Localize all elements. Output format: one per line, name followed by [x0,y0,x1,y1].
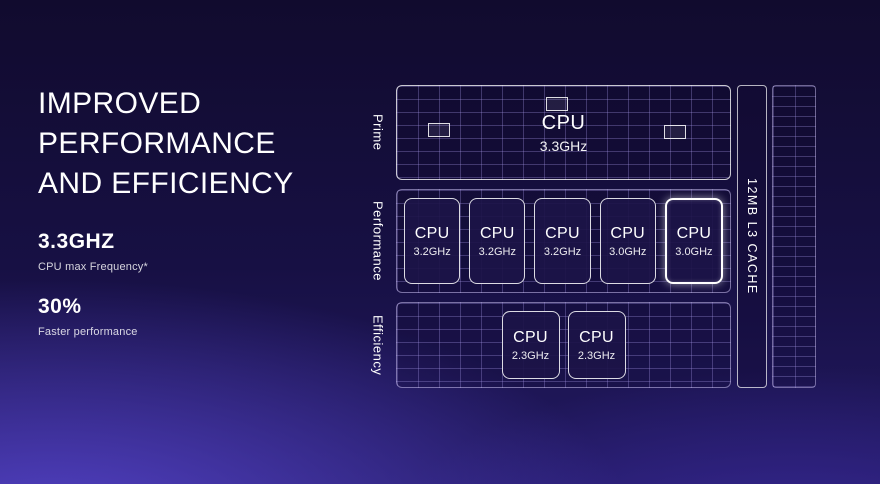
performance-core-block: CPU 3.2GHz CPU 3.2GHz CPU 3.2GHz CPU 3.0… [396,189,731,293]
core-name: CPU [541,111,586,134]
l3-cache-column: 12MB L3 CACHE [737,85,816,388]
cpu-diagram: Prime CPU 3.3GHz Performance CPU [366,85,816,388]
core-frequency: 2.3GHz [511,349,550,362]
grid-accent-cell [546,97,568,111]
core-name: CPU [610,224,646,242]
core-frequency: 3.2GHz [478,245,516,258]
grid-accent-cell [428,123,450,137]
title-line-3: AND EFFICIENCY [38,167,294,200]
core-frequency: 2.3GHz [577,349,616,362]
core-frequency: 3.0GHz [675,245,713,258]
l3-cache-grid [772,85,816,388]
core-name: CPU [579,328,614,346]
performance-core: CPU 3.0GHz [599,198,656,284]
core-frequency: 3.2GHz [413,245,451,258]
prime-row: Prime CPU 3.3GHz [366,85,731,180]
core-frequency: 3.0GHz [609,245,647,258]
title-line-1: IMPROVED [38,87,202,120]
stat-faster-performance: 30% Faster performance [38,295,358,338]
title-line-2: PERFORMANCE [38,127,276,160]
performance-row: Performance CPU 3.2GHz CPU 3.2GHz CPU 3.… [366,189,731,293]
performance-core: CPU 3.2GHz [469,198,526,284]
prime-core-block: CPU 3.3GHz [396,85,731,180]
stat-value: 30% [38,295,82,318]
core-frequency: 3.3GHz [539,137,588,154]
left-panel: IMPROVED PERFORMANCE AND EFFICIENCY 3.3G… [38,84,358,338]
efficiency-row-label: Efficiency [370,314,386,376]
core-name: CPU [513,328,548,346]
stat-value: 3.3GHZ [38,230,115,253]
stat-label: CPU max Frequency* [38,261,148,273]
core-name: CPU [545,224,580,242]
efficiency-row: Efficiency CPU 2.3GHz CPU 2.3GHz [366,302,731,388]
core-rows: Prime CPU 3.3GHz Performance CPU [366,85,731,388]
performance-core: CPU 3.2GHz [404,198,461,284]
core-name: CPU [676,224,712,242]
prime-row-label: Prime [370,114,386,151]
core-name: CPU [414,224,450,242]
page-title: IMPROVED PERFORMANCE AND EFFICIENCY [38,84,358,204]
stat-max-frequency: 3.3GHZ CPU max Frequency* [38,230,358,273]
l3-cache-label: 12MB L3 CACHE [745,178,759,295]
core-frequency: 3.2GHz [543,245,582,258]
stat-label: Faster performance [38,326,138,338]
grid-accent-cell [664,125,686,139]
performance-core-highlighted: CPU 3.0GHz [664,198,724,284]
efficiency-core-block: CPU 2.3GHz CPU 2.3GHz [396,302,731,388]
efficiency-core: CPU 2.3GHz [567,311,626,379]
l3-cache-strip: 12MB L3 CACHE [737,85,767,388]
performance-core: CPU 3.2GHz [534,198,591,284]
efficiency-core: CPU 2.3GHz [501,311,560,379]
core-name: CPU [479,224,515,242]
performance-row-label: Performance [370,201,386,281]
prime-core: CPU 3.3GHz [397,86,730,179]
